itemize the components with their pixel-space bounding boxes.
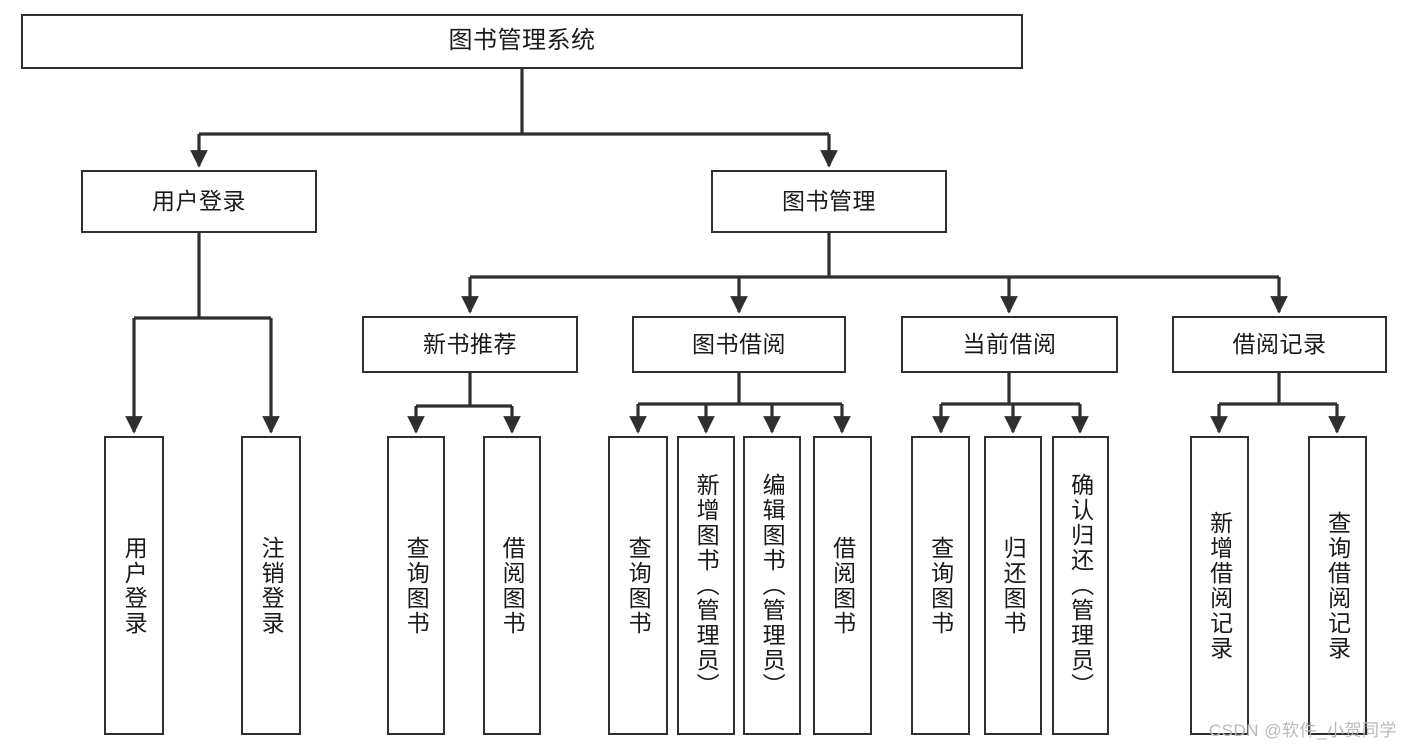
node-label: 新增图书（管理员） — [693, 473, 720, 698]
node-query-book-1[interactable]: 查询图书 — [387, 436, 445, 735]
node-label: 图书管理系统 — [448, 27, 596, 55]
node-book-management-system[interactable]: 图书管理系统 — [21, 14, 1023, 69]
node-label: 注销登录 — [258, 535, 285, 636]
node-label: 当前借阅 — [962, 330, 1057, 357]
node-label: 查询借阅记录 — [1324, 510, 1351, 661]
node-return-book[interactable]: 归还图书 — [984, 436, 1042, 735]
node-user-login[interactable]: 用户登录 — [104, 436, 164, 735]
node-user-login[interactable]: 用户登录 — [81, 170, 317, 233]
node-borrow-book-1[interactable]: 借阅图书 — [483, 436, 541, 735]
node-label: 图书借阅 — [692, 330, 786, 357]
node-new-book-recommendation[interactable]: 新书推荐 — [362, 316, 578, 373]
node-label: 编辑图书（管理员） — [759, 473, 786, 698]
node-label: 图书管理 — [782, 187, 876, 214]
node-label: 归还图书 — [1000, 535, 1027, 636]
node-label: 确认归还（管理员） — [1067, 473, 1094, 698]
node-label: 借阅图书 — [829, 535, 856, 636]
node-book-borrowing[interactable]: 图书借阅 — [632, 316, 846, 373]
node-label: 查询图书 — [403, 535, 430, 636]
node-label: 用户登录 — [121, 535, 148, 636]
node-query-borrow-rec[interactable]: 查询借阅记录 — [1308, 436, 1367, 735]
node-label: 查询图书 — [625, 535, 652, 636]
node-label: 新增借阅记录 — [1206, 510, 1233, 661]
node-label: 用户登录 — [152, 187, 246, 214]
node-query-book-3[interactable]: 查询图书 — [911, 436, 970, 735]
node-add-book-admin[interactable]: 新增图书（管理员） — [677, 436, 735, 735]
node-label: 借阅图书 — [499, 535, 526, 636]
node-label: 借阅记录 — [1232, 330, 1327, 357]
node-logout-login[interactable]: 注销登录 — [241, 436, 301, 735]
node-confirm-return[interactable]: 确认归还（管理员） — [1052, 436, 1109, 735]
node-book-management[interactable]: 图书管理 — [711, 170, 947, 233]
node-edit-book-admin[interactable]: 编辑图书（管理员） — [743, 436, 801, 735]
node-query-book-2[interactable]: 查询图书 — [608, 436, 668, 735]
node-current-borrowing[interactable]: 当前借阅 — [901, 316, 1118, 373]
node-label: 新书推荐 — [423, 330, 517, 357]
node-label: 查询图书 — [927, 535, 954, 636]
node-add-borrow-rec[interactable]: 新增借阅记录 — [1190, 436, 1249, 735]
node-borrow-book-2[interactable]: 借阅图书 — [813, 436, 872, 735]
node-borrowing-record[interactable]: 借阅记录 — [1172, 316, 1387, 373]
